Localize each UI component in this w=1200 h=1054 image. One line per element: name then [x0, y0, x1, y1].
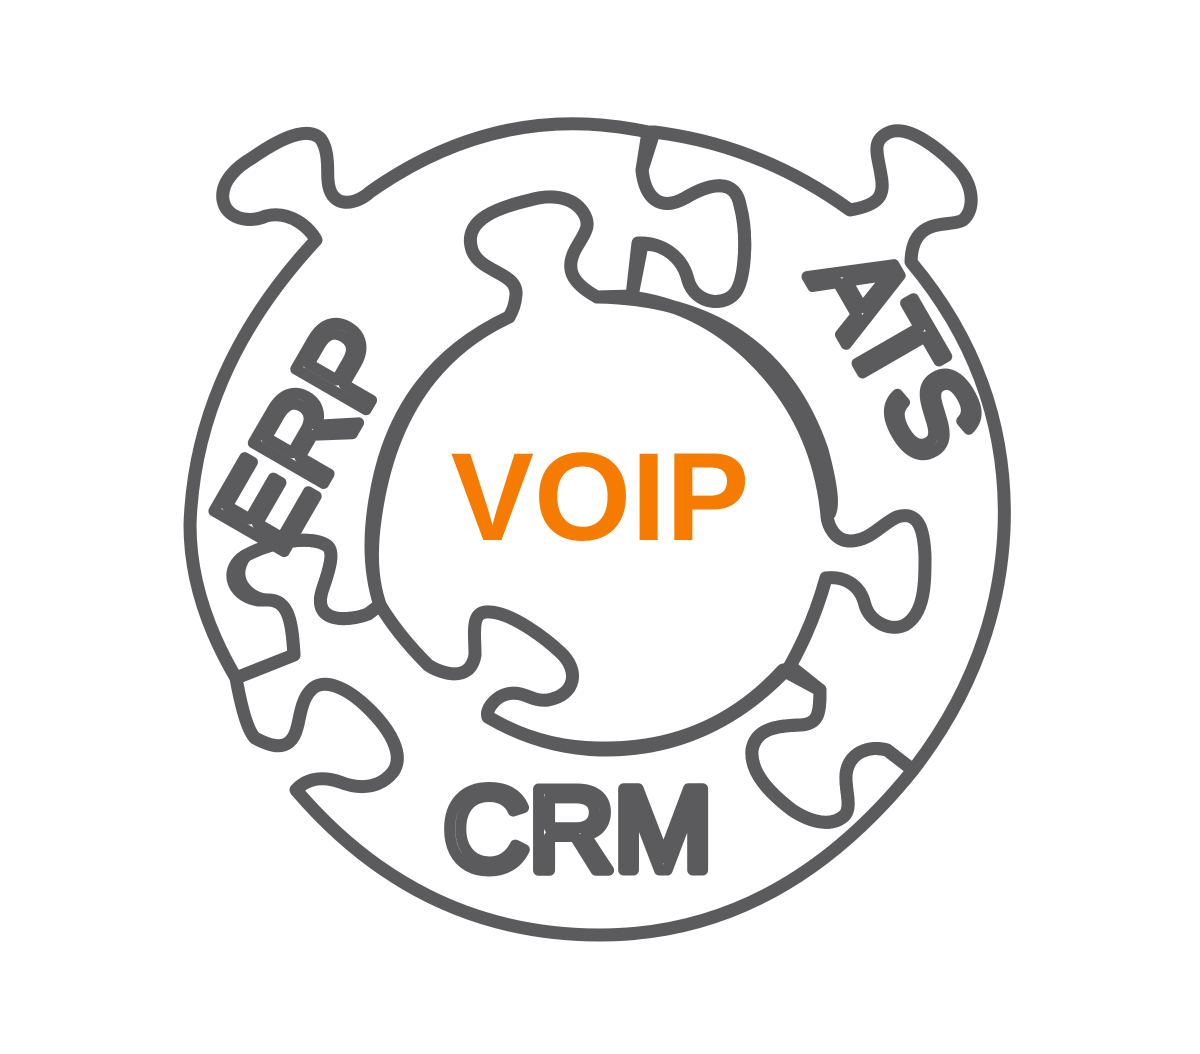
center-label: VOIP: [451, 428, 750, 567]
voip-center-outline: [364, 290, 904, 757]
puzzle-ring-outline: [183, 117, 1011, 942]
crm-segment-outline: [229, 533, 920, 942]
crm-label: CRM: [444, 764, 713, 896]
